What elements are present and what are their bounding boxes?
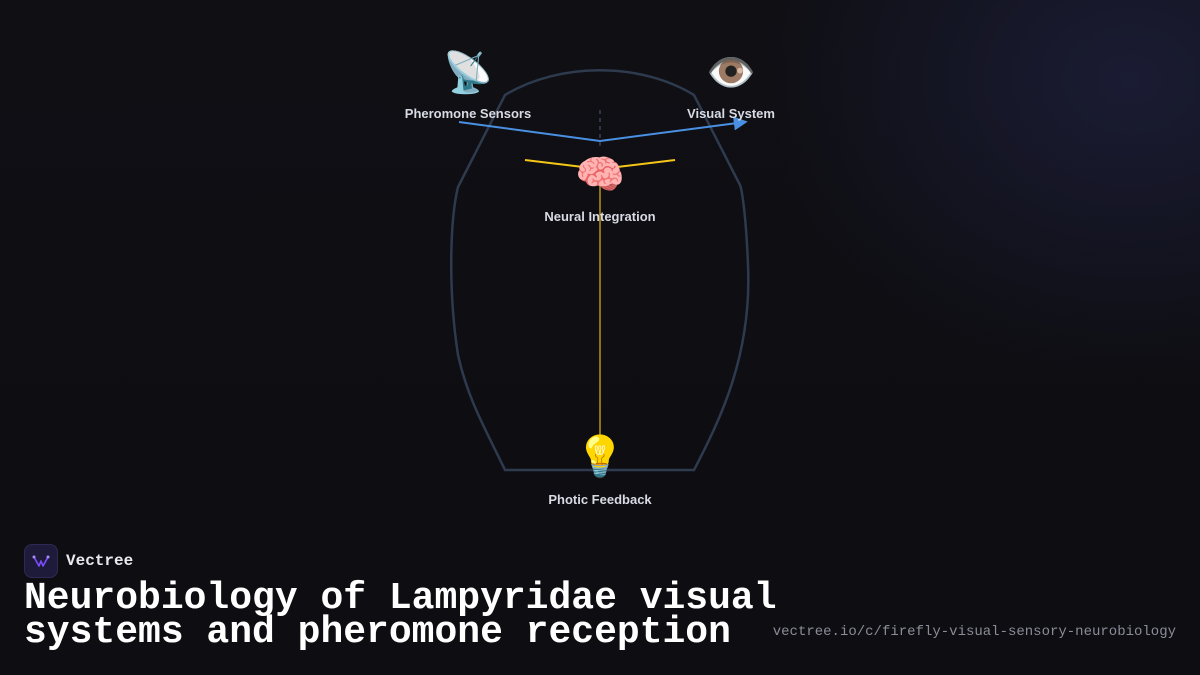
node-visual-system: 👁️ Visual System — [687, 50, 775, 121]
brand-name: Vectree — [66, 552, 134, 570]
pheromone-sensors-label: Pheromone Sensors — [405, 106, 531, 121]
page-title: Neurobiology of Lampyridae visual system… — [24, 577, 777, 654]
firefly-diagram: 📡 Pheromone Sensors 👁️ Visual System 🧠 N… — [405, 47, 775, 507]
node-neural-integration: 🧠 Neural Integration — [544, 152, 655, 224]
node-photic-feedback: 💡 Photic Feedback — [548, 433, 652, 507]
neural-link-right — [616, 159, 676, 168]
node-pheromone-sensors: 📡 Pheromone Sensors — [405, 47, 531, 121]
source-url[interactable]: vectree.io/c/firefly-visual-sensory-neur… — [772, 624, 1176, 640]
vectree-logo-icon — [24, 544, 58, 578]
neural-link-left — [524, 159, 584, 168]
visual-system-label: Visual System — [687, 106, 775, 121]
brand[interactable]: Vectree — [24, 544, 133, 578]
photic-feedback-label: Photic Feedback — [548, 492, 652, 507]
visual-arrow — [599, 116, 748, 142]
pheromone-connector — [458, 121, 601, 142]
eye-icon: 👁️ — [706, 50, 756, 96]
neural-integration-label: Neural Integration — [544, 209, 655, 224]
brain-icon: 🧠 — [575, 152, 625, 198]
satellite-dish-icon: 📡 — [443, 47, 493, 96]
body-outline — [450, 69, 750, 472]
light-bulb-icon: 💡 — [575, 433, 625, 480]
